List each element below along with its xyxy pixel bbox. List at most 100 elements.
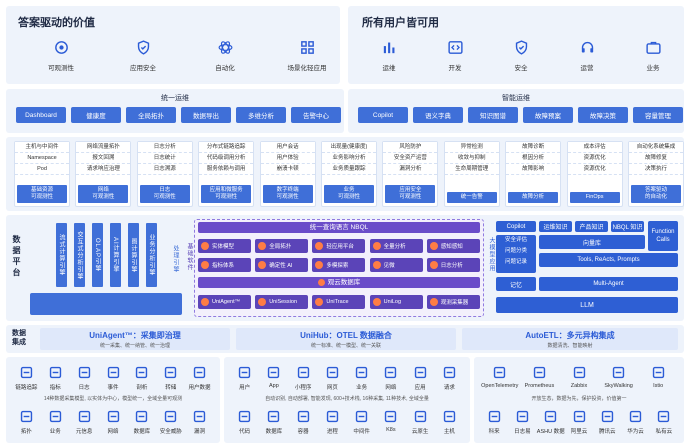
column-item: 服务依赖与调用 <box>199 164 254 175</box>
source-label: 容器 <box>297 429 309 435</box>
btn-aiops-0[interactable]: Copilot <box>358 107 408 123</box>
value-label: 可观测性 <box>48 65 74 72</box>
column-item: 崩溃卡顿 <box>260 164 315 175</box>
column-footer: 网络 可观测性 <box>78 185 129 203</box>
btn-aiops-5[interactable]: 容量管理 <box>633 107 683 123</box>
value-label: 场景化轻应用 <box>287 65 327 72</box>
btn-ops-5[interactable]: 告警中心 <box>291 107 341 123</box>
source-label: 日志易 <box>514 429 531 435</box>
module-row1-2: 轻应用平台 <box>312 239 366 253</box>
column-item: 决策执行 <box>629 164 683 175</box>
source-label: 华为云 <box>627 429 644 435</box>
source-label: 事件 <box>107 385 119 391</box>
llm-left-item: 安全评估 <box>504 237 527 243</box>
source-label: 用户 <box>239 385 251 391</box>
source-icon <box>75 363 93 381</box>
btn-aiops-4[interactable]: 故障决策 <box>578 107 628 123</box>
briefcase-icon <box>642 36 664 58</box>
engine-bar: 流式计算引擎 <box>56 223 67 287</box>
module-label: 日志分析 <box>440 263 463 269</box>
source-label: 剖析 <box>136 385 148 391</box>
source-label: OpenTelemetry <box>481 383 519 389</box>
column-item: 出现量(健康度) <box>322 142 376 153</box>
source-label: Zabbix <box>570 383 588 389</box>
processing-engine-label: 处理引擎 <box>172 245 178 273</box>
source-icon <box>491 363 509 381</box>
column-footer: 业务 可观测性 <box>324 185 374 203</box>
source-icon <box>530 363 548 381</box>
module-row1-4: 感知感知 <box>426 239 480 253</box>
target-icon <box>50 36 72 58</box>
module-label: 见微 <box>383 263 395 269</box>
source-icon <box>265 363 283 381</box>
column-item: 报文回溯 <box>76 153 131 164</box>
source-icon <box>382 407 400 425</box>
module-row2-1: 确定性 AI <box>255 258 309 272</box>
source-label: 数据库 <box>133 429 151 435</box>
module-row2-0: 指标体系 <box>198 258 251 272</box>
btn-aiops-2[interactable]: 知识图谱 <box>468 107 518 123</box>
btn-ops-1[interactable]: 健康度 <box>71 107 121 123</box>
column-item: 风险防护 <box>383 142 438 153</box>
column-item: 故障诊断 <box>506 142 561 153</box>
column-footer: 应用安全 可观测性 <box>385 185 436 203</box>
column-item: 业务质量跟踪 <box>322 164 376 175</box>
nbql-bar: 统一查询语言 NBQL <box>198 222 480 233</box>
unihub-block: UniHub：OTEL 数据融合 统一标准、统一模型、统一关联 <box>236 328 456 350</box>
module-row2-4: 日志分析 <box>426 258 480 272</box>
column-item: 业务影响分析 <box>322 153 376 164</box>
source-label: 日志 <box>78 385 90 391</box>
multi-agent-box: Multi-Agent <box>539 277 678 291</box>
storage-icon <box>317 279 325 286</box>
source-label: Prometheus <box>524 383 555 389</box>
column-item: 用户会话 <box>260 142 315 153</box>
btn-ops-4[interactable]: 多维分析 <box>236 107 286 123</box>
module-label: 全局拓扑 <box>269 244 292 250</box>
module-label: UniTrace <box>326 299 349 305</box>
capability-column: 用户会话用户体验崩溃卡顿数字终端 可观测性 <box>259 141 316 207</box>
btn-ops-3[interactable]: 数据导出 <box>181 107 231 123</box>
llm-left-item: 问题记录 <box>504 259 527 265</box>
column-footer: 统一告警 <box>446 192 497 203</box>
uniagent-block: UniAgent™：采集即治理 统一采集、统一纳管、统一治理 <box>40 328 230 350</box>
source-icon <box>411 407 429 425</box>
module-row1-0: 实体模型 <box>198 239 251 253</box>
source-icon <box>191 407 209 425</box>
btn-ops-0[interactable]: Dashboard <box>16 107 66 123</box>
source-icon <box>655 407 673 425</box>
source-icon <box>610 363 628 381</box>
module-label: 实体模型 <box>212 244 235 250</box>
module-label: 观测采集器 <box>440 300 469 306</box>
btn-ops-2[interactable]: 全局拓扑 <box>126 107 176 123</box>
shield-icon <box>132 36 154 58</box>
vector-db-box: 向量库 <box>539 235 645 249</box>
capability-column: 异常检测收敛与抑制生命周期管理统一告警 <box>443 141 500 207</box>
source-icon <box>17 363 35 381</box>
users-panel: 所有用户皆可用 运维开发安全运营业务 <box>348 6 684 84</box>
source-label: App <box>268 383 279 389</box>
autoetl-title: AutoETL：多元异构集成 <box>525 331 615 340</box>
source-icon <box>191 363 209 381</box>
function-calls-box: Function Calls <box>648 221 678 251</box>
capability-column: 分布式链路追踪代码级调用分析服务依赖与调用应用和微服务 可观测性 <box>198 141 255 207</box>
btn-aiops-3[interactable]: 故障预案 <box>523 107 573 123</box>
source-icon <box>649 363 667 381</box>
module-label: 指标体系 <box>212 263 235 269</box>
source-icon <box>265 407 283 425</box>
uniagent-sub: 统一采集、统一纳管、统一治理 <box>99 343 170 349</box>
value-label: 运维 <box>382 65 396 72</box>
btn-aiops-1[interactable]: 语义字典 <box>413 107 463 123</box>
source-icon <box>513 407 531 425</box>
column-footer: FinOps <box>569 192 620 203</box>
column-item: 日志分析 <box>137 142 192 153</box>
source-label: Istio <box>653 383 664 389</box>
value-label: 安全 <box>514 65 528 72</box>
source-label: 指标 <box>49 385 61 391</box>
source-label: 网络 <box>107 429 119 435</box>
headset-icon <box>576 36 598 58</box>
column-item: 日志溯源 <box>137 164 192 175</box>
autoetl-sub: 数据清洗、智能映射 <box>547 343 593 349</box>
module-icon <box>372 242 381 250</box>
